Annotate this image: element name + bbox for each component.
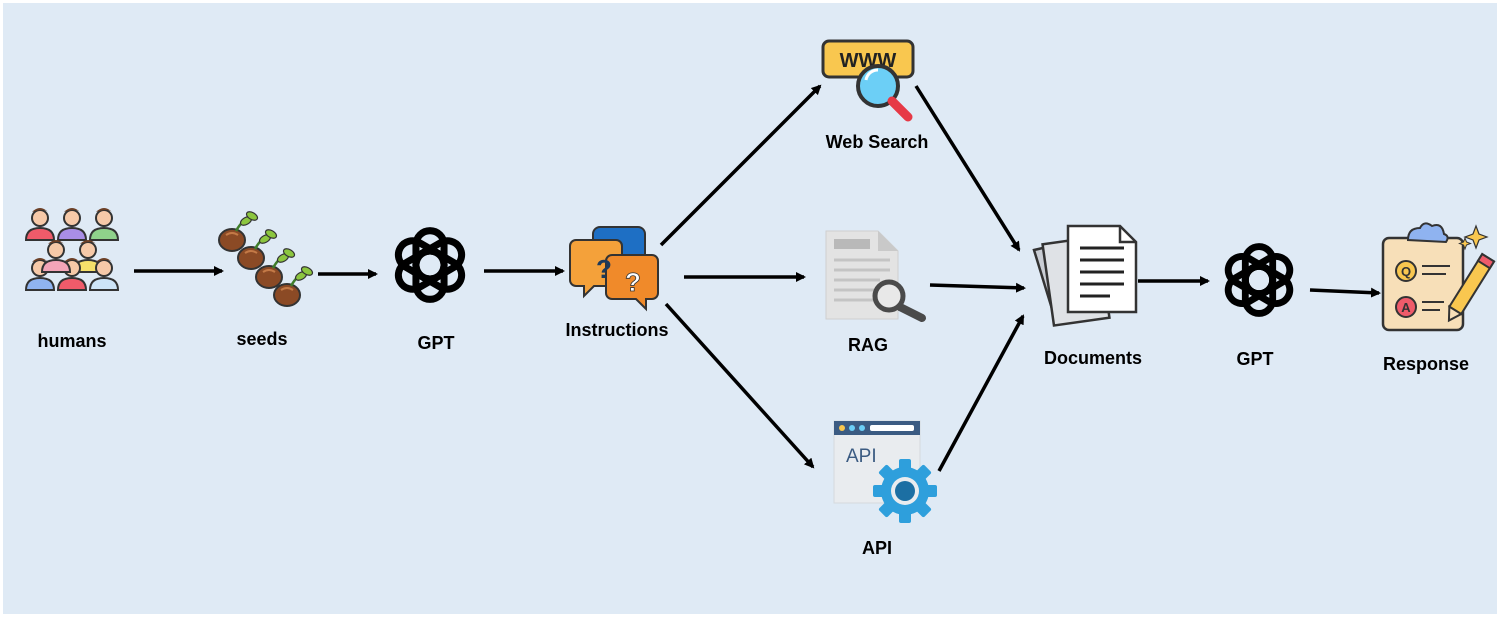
svg-text:?: ? <box>625 267 641 297</box>
node-label-rag: RAG <box>848 335 888 355</box>
edge-instructions-websearch <box>659 84 822 247</box>
edges <box>134 84 1381 472</box>
node-label-instructions: Instructions <box>565 320 669 340</box>
node-label-web-search: Web Search <box>825 132 929 152</box>
www-magnifier-icon: WWW <box>821 39 915 122</box>
node-label-documents: Documents <box>1043 348 1143 368</box>
node-label-seeds: seeds <box>236 329 288 349</box>
edge-gpt-response <box>1309 287 1381 298</box>
q-badge: Q <box>1401 264 1411 279</box>
document-search-icon <box>825 230 926 322</box>
node-label-gpt-1: GPT <box>417 333 455 353</box>
api-badge: API <box>846 446 877 467</box>
sprouting-seeds-icon <box>217 208 316 308</box>
edge-websearch-documents <box>914 85 1021 252</box>
edge-instructions-api <box>664 302 815 469</box>
openai-logo-icon <box>393 231 466 300</box>
svg-text:?: ? <box>596 254 612 284</box>
edge-rag-documents <box>929 282 1026 293</box>
edge-api-documents <box>937 314 1025 472</box>
api-gear-icon: API <box>833 420 937 523</box>
node-label-response: Response <box>1382 354 1470 374</box>
node-label-gpt-2: GPT <box>1236 349 1274 369</box>
qa-clipboard-icon: Q A <box>1381 222 1496 332</box>
openai-logo-icon <box>1223 247 1295 314</box>
node-label-api: API <box>861 538 893 558</box>
question-bubbles-icon: ? ? <box>569 226 659 312</box>
documents-stack-icon <box>1032 224 1138 327</box>
node-label-humans: humans <box>37 331 107 351</box>
a-badge: A <box>1401 300 1411 315</box>
people-group-icon <box>25 207 119 291</box>
